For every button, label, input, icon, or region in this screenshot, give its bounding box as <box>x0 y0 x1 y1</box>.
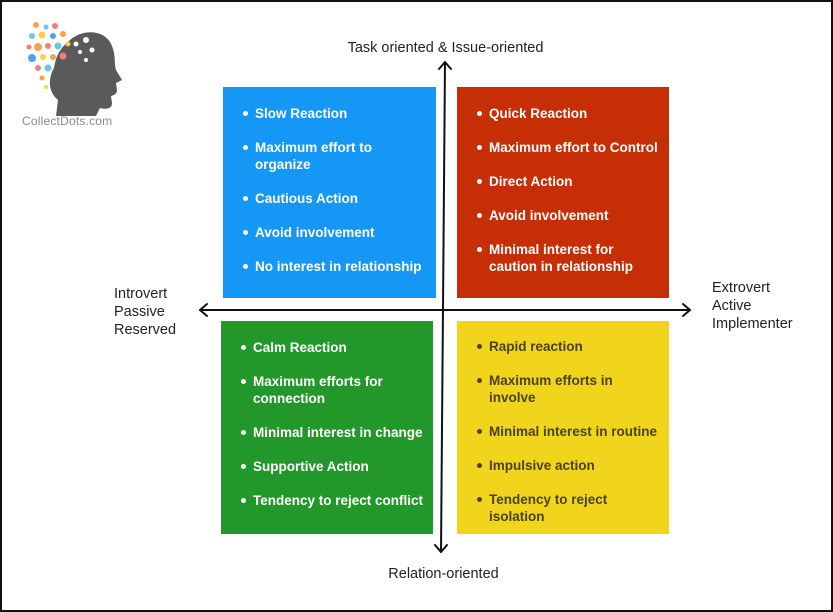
list-item: Minimal interest for caution in relation… <box>477 241 661 275</box>
list-item: Maximum efforts for connection <box>241 373 425 407</box>
quadrant-list: Calm Reaction Maximum efforts for connec… <box>241 339 425 509</box>
arrow-up-icon <box>438 61 452 70</box>
list-item: Avoid involvement <box>477 207 661 224</box>
list-item: Cautious Action <box>243 190 428 207</box>
axis-label-right: Extrovert Active Implementer <box>712 279 793 333</box>
list-item: Slow Reaction <box>243 105 428 122</box>
quadrant-list: Slow Reaction Maximum effort to organize… <box>243 105 428 275</box>
axis-label-left-line: Introvert <box>114 286 168 302</box>
list-item: Maximum effort to organize <box>243 139 428 173</box>
axis-label-right-line: Extrovert <box>712 280 771 296</box>
list-item: Maximum effort to Control <box>477 139 661 156</box>
list-item: Minimal interest in change <box>241 424 425 441</box>
vertical-axis-line <box>440 61 446 553</box>
logo-text: CollectDots.com <box>22 114 113 128</box>
quadrant-bottom-right: Rapid reaction Maximum efforts in involv… <box>457 321 669 534</box>
axis-label-left-line: Reserved <box>114 322 177 338</box>
axis-label-bottom: Relation-oriented <box>388 566 499 582</box>
list-item: Minimal interest in routine <box>477 423 661 440</box>
list-item: No interest in relationship <box>243 258 428 275</box>
list-item: Quick Reaction <box>477 105 661 122</box>
quadrant-top-left: Slow Reaction Maximum effort to organize… <box>223 87 436 298</box>
axis-label-left-line: Passive <box>114 304 165 320</box>
quadrant-bottom-left: Calm Reaction Maximum efforts for connec… <box>221 321 433 534</box>
list-item: Impulsive action <box>477 457 661 474</box>
list-item: Supportive Action <box>241 458 425 475</box>
axis-label-left: Introvert Passive Reserved <box>114 285 176 339</box>
list-item: Maximum efforts in involve <box>477 372 661 406</box>
axis-label-top: Task oriented & Issue-oriented <box>347 40 544 56</box>
arrow-down-icon <box>434 544 448 553</box>
quadrant-top-right: Quick Reaction Maximum effort to Control… <box>457 87 669 298</box>
list-item: Calm Reaction <box>241 339 425 356</box>
head-dots-logo-icon <box>26 22 122 116</box>
arrow-right-icon <box>682 303 691 317</box>
list-item: Tendency to reject conflict <box>241 492 425 509</box>
list-item: Tendency to reject isolation <box>477 491 661 525</box>
list-item: Direct Action <box>477 173 661 190</box>
quadrant-list: Rapid reaction Maximum efforts in involv… <box>477 338 661 525</box>
quadrant-list: Quick Reaction Maximum effort to Control… <box>477 105 661 275</box>
list-item: Rapid reaction <box>477 338 661 355</box>
list-item: Avoid involvement <box>243 224 428 241</box>
arrow-left-icon <box>199 303 208 317</box>
axis-label-right-line: Implementer <box>712 316 793 332</box>
axis-label-right-line: Active <box>712 298 752 314</box>
